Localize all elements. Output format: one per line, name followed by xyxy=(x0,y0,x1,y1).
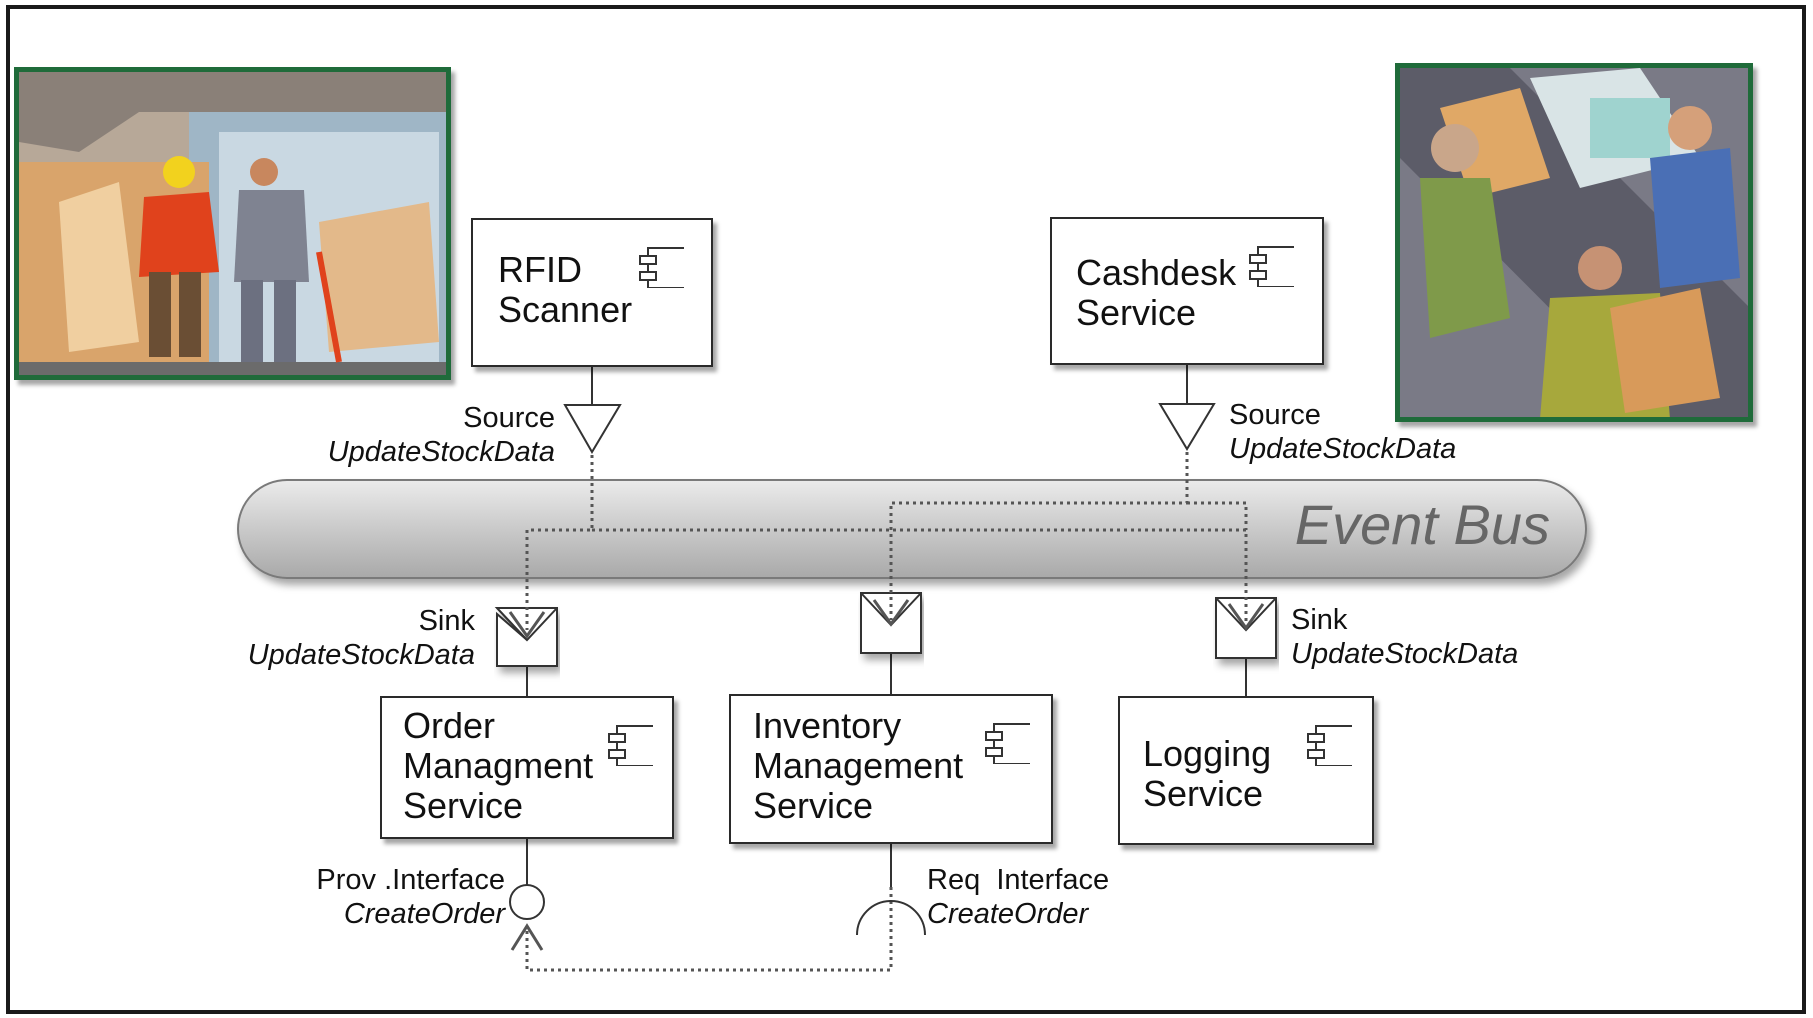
inventory-service-name: Inventory Management Service xyxy=(753,705,964,826)
cashdesk-service-name: Cashdesk Service xyxy=(1076,252,1237,333)
event-bus-label: Event Bus xyxy=(1294,493,1550,556)
order-management-service-component: Order Managment Service xyxy=(380,696,674,839)
required-interface-icon xyxy=(856,900,926,936)
logging-service-name: Logging Service xyxy=(1143,733,1272,814)
port-kind: Source xyxy=(1229,399,1321,431)
cashdesk-people-picture xyxy=(1395,63,1753,422)
port-event: UpdateStockData xyxy=(1229,433,1457,465)
port-kind: Prov .Interface xyxy=(316,864,505,896)
rfid-scanner-component: RFID Scanner xyxy=(471,218,713,367)
component-icon xyxy=(1249,246,1294,287)
provided-interface-label: Prov .Interface CreateOrder xyxy=(200,863,505,931)
port-kind: Sink xyxy=(1291,604,1348,636)
port-event: UpdateStockData xyxy=(247,639,475,671)
event-bus xyxy=(237,479,1587,579)
port-event: UpdateStockData xyxy=(327,436,555,468)
cashdesk-source-label: Source UpdateStockData xyxy=(1229,398,1456,466)
port-event: CreateOrder xyxy=(343,898,505,930)
provided-interface-icon xyxy=(509,884,545,920)
port-kind: Source xyxy=(463,402,555,434)
warehouse-worker-picture xyxy=(14,67,451,380)
order-service-name: Order Managment Service xyxy=(403,705,594,826)
rfid-source-label: Source UpdateStockData xyxy=(250,401,555,469)
port-event: UpdateStockData xyxy=(1291,638,1519,670)
component-icon xyxy=(1307,725,1352,766)
required-interface-label: Req Interface CreateOrder xyxy=(927,863,1109,931)
rfid-source-port-icon xyxy=(563,404,622,454)
order-sink-label: Sink UpdateStockData xyxy=(170,604,475,672)
inventory-management-service-component: Inventory Management Service xyxy=(729,694,1053,844)
port-kind: Req Interface xyxy=(927,864,1110,896)
rfid-scanner-name: RFID Scanner xyxy=(498,249,633,330)
cashdesk-service-component: Cashdesk Service xyxy=(1050,217,1324,365)
port-event: CreateOrder xyxy=(927,898,1089,930)
port-kind: Sink xyxy=(418,605,475,637)
component-icon xyxy=(639,247,684,288)
logging-service-component: Logging Service xyxy=(1118,696,1374,845)
component-icon xyxy=(985,723,1030,764)
logging-sink-label: Sink UpdateStockData xyxy=(1291,603,1518,671)
cashdesk-source-port-icon xyxy=(1158,403,1216,451)
component-icon xyxy=(608,725,653,766)
